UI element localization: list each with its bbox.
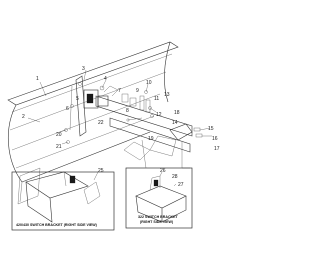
- callout-12: 12: [156, 112, 162, 118]
- plow-blade: [7, 41, 179, 205]
- hardware-fasteners: [64, 82, 203, 144]
- callout-18: 18: [174, 110, 180, 116]
- callout-10: 10: [146, 80, 152, 86]
- callout-25: 25: [98, 168, 104, 174]
- callout-20: 20: [56, 132, 62, 138]
- callout-7: 7: [118, 88, 121, 94]
- callout-3: 3: [82, 66, 85, 72]
- callout-17: 17: [214, 146, 220, 152]
- inset-420-430-switch-bracket: 25 420/430 SWITCH BRACKET (RIGHT SIDE VI…: [11, 168, 115, 231]
- callout-9: 9: [136, 88, 139, 94]
- right-inset-caption-line1: 322 SWITCH BRACKET: [138, 215, 179, 219]
- callout-26: 26: [160, 168, 166, 174]
- callout-15: 15: [208, 126, 214, 132]
- callout-1: 1: [36, 76, 39, 82]
- callout-labels: 1 2 3 4 5 6 7 8 9 10 11 12 13 14 15 16 1…: [22, 66, 220, 152]
- callout-28: 28: [172, 174, 178, 180]
- callout-2: 2: [22, 114, 25, 120]
- callout-8: 8: [126, 108, 129, 114]
- callout-14: 14: [172, 120, 178, 126]
- leader-lines: [27, 69, 212, 145]
- callout-4: 4: [104, 76, 107, 82]
- right-inset-caption-line2: (RIGHT SIDE VIEW): [140, 220, 174, 224]
- callout-16: 16: [212, 136, 218, 142]
- inset-322-switch-bracket: 26 27 28 322 SWITCH BRACKET (RIGHT SIDE …: [125, 167, 193, 229]
- pump-unit: [83, 85, 119, 109]
- callout-21: 21: [56, 144, 62, 150]
- mounting-frame: [69, 75, 193, 169]
- parts-diagram: 1 2 3 4 5 6 7 8 9 10 11 12 13 14 15 16 1…: [7, 41, 220, 231]
- callout-27: 27: [178, 182, 184, 188]
- callout-6: 6: [66, 106, 69, 112]
- callout-13: 13: [164, 92, 170, 98]
- callout-22: 22: [98, 120, 104, 126]
- left-inset-caption: 420/430 SWITCH BRACKET (RIGHT SIDE VIEW): [16, 223, 98, 227]
- callout-5: 5: [76, 96, 79, 102]
- callout-19: 19: [148, 136, 154, 142]
- callout-11: 11: [154, 96, 159, 102]
